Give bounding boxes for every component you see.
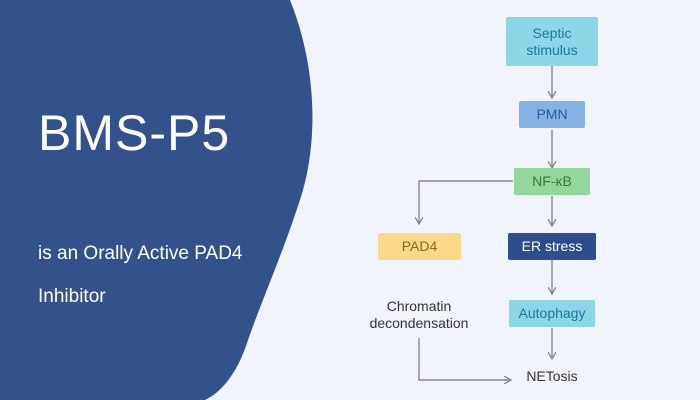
arrow-nfkb-to-pad4 bbox=[419, 180, 513, 223]
node-chromatin-line-2: decondensation bbox=[369, 315, 469, 331]
node-nf-kb: NF-κB bbox=[514, 168, 590, 195]
node-chromatin-line-1: Chromatin bbox=[386, 298, 452, 314]
subtitle: is an Orally Active PAD4 Inhibitor bbox=[38, 232, 298, 318]
page-title: BMS-P5 bbox=[38, 105, 231, 161]
node-septic-line-1: Septic bbox=[532, 24, 572, 41]
node-netosis: NETosis bbox=[526, 367, 578, 384]
node-septic-stimulus: Septic stimulus bbox=[506, 17, 598, 66]
node-chromatin-decondensation: Chromatin decondensation bbox=[352, 294, 486, 336]
subtitle-line-1: is an Orally Active PAD4 bbox=[38, 243, 243, 264]
subtitle-line-2: Inhibitor bbox=[38, 286, 106, 307]
node-pad4: PAD4 bbox=[378, 233, 461, 260]
node-pmn: PMN bbox=[519, 101, 585, 128]
node-autophagy: Autophagy bbox=[509, 300, 595, 327]
arrow-chromatin-to-netosis bbox=[418, 338, 510, 380]
node-er-stress: ER stress bbox=[508, 233, 596, 260]
diagram-arrows bbox=[419, 66, 552, 380]
node-septic-line-2: stimulus bbox=[526, 41, 578, 58]
